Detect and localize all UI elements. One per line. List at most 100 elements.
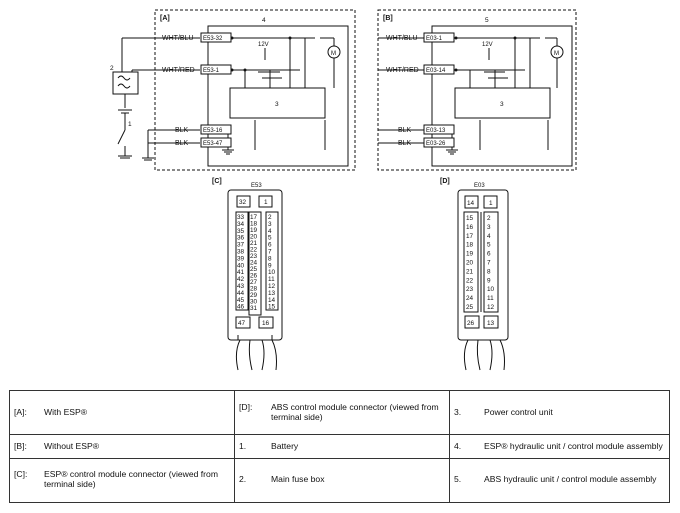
wire-a-1-color: WHT/BLU bbox=[162, 35, 194, 42]
diagram-a-module-number: 4 bbox=[262, 17, 266, 24]
connector-c-right-pin: 9 bbox=[268, 262, 272, 269]
connector-d-right-pin: 7 bbox=[487, 260, 491, 267]
connector-d-left-pin: 21 bbox=[466, 268, 474, 275]
wiring-diagram: [A] 4 3 12V M bbox=[110, 9, 577, 371]
connector-c: [C] E53 32 1 333435363738394041424344454… bbox=[212, 178, 283, 371]
voltage-label-b: 12V bbox=[482, 42, 493, 48]
legend-key: 3. bbox=[454, 406, 462, 417]
connector-d-pin-bottom-left: 26 bbox=[467, 320, 475, 327]
legend-cell: 5. ABS hydraulic unit / control module as… bbox=[449, 457, 670, 504]
connector-c-middle-pin: 18 bbox=[250, 221, 258, 228]
connector-d-pin-top-right: 1 bbox=[489, 200, 493, 207]
connector-d-left-pin: 18 bbox=[466, 242, 474, 249]
terminal-b-1: E03-1 bbox=[426, 36, 443, 42]
wire-a-2-color: WHT/RED bbox=[162, 67, 195, 74]
battery-number: 1 bbox=[128, 121, 132, 128]
legend-value: ABS hydraulic unit / control module asse… bbox=[484, 474, 657, 485]
connector-d-right-pin: 8 bbox=[487, 268, 491, 275]
connector-c-left-pin: 42 bbox=[237, 276, 245, 283]
connector-c-right-pin: 3 bbox=[268, 221, 272, 228]
connector-d-pin-top-left: 14 bbox=[467, 200, 475, 207]
legend-key: [C]: bbox=[14, 469, 28, 480]
connector-d-left-pin: 22 bbox=[466, 277, 474, 284]
connector-c-body bbox=[227, 189, 283, 341]
power-control-unit-b bbox=[454, 87, 551, 119]
terminal-b-2: E03-14 bbox=[426, 68, 446, 74]
connector-d-name: E03 bbox=[474, 183, 485, 189]
connector-d-body bbox=[457, 189, 509, 341]
terminal-a-3: E53-16 bbox=[203, 128, 223, 134]
connector-c-middle-pin: 17 bbox=[250, 214, 258, 221]
connector-c-right-pin: 13 bbox=[268, 290, 276, 297]
connector-c-right-pin: 7 bbox=[268, 249, 272, 256]
module-5-body bbox=[431, 25, 573, 167]
connector-c-middle-pin: 29 bbox=[250, 292, 258, 299]
power-control-unit-a-number: 3 bbox=[275, 101, 279, 108]
connector-c-pin-bottom-left: 47 bbox=[238, 320, 246, 327]
wire-b-2-color: WHT/RED bbox=[386, 67, 419, 74]
legend-value: Without ESP® bbox=[44, 440, 100, 451]
connector-d-left-pin: 17 bbox=[466, 233, 474, 240]
connector-c-left-pin: 33 bbox=[237, 214, 245, 221]
motor-icon bbox=[327, 45, 341, 59]
connector-c-left-pin: 45 bbox=[237, 297, 245, 304]
wire-b-3-color: BLK bbox=[398, 127, 412, 134]
connector-c-right-pin: 5 bbox=[268, 235, 272, 242]
terminal-b-4: E03-26 bbox=[426, 141, 446, 147]
legend-value: Main fuse box bbox=[271, 474, 325, 485]
connector-c-right-pin: 14 bbox=[268, 297, 276, 304]
legend-cell: [B]:Without ESP® bbox=[9, 434, 235, 459]
diagram-a-frame bbox=[154, 9, 356, 171]
connector-c-left-pin: 41 bbox=[237, 269, 245, 276]
terminal-b-3: E03-13 bbox=[426, 128, 446, 134]
power-control-unit-a bbox=[229, 87, 326, 119]
connector-c-left-pin: 35 bbox=[237, 228, 245, 235]
connector-c-left-pin: 38 bbox=[237, 249, 245, 256]
connector-c-name: E53 bbox=[251, 183, 262, 189]
connector-c-middle-pin: 28 bbox=[250, 286, 258, 293]
connector-c-middle-pin: 20 bbox=[250, 234, 258, 241]
connector-d-label: [D] bbox=[440, 178, 450, 185]
connector-d-right-pin: 12 bbox=[487, 304, 495, 311]
connector-d-right-pin: 4 bbox=[487, 233, 491, 240]
connector-c-left-pin: 40 bbox=[237, 262, 245, 269]
connector-c-middle-pin: 24 bbox=[250, 260, 258, 267]
connector-d-right-pin: 10 bbox=[487, 286, 495, 293]
connector-d-left-pin: 25 bbox=[466, 304, 474, 311]
connector-c-left-pin: 39 bbox=[237, 255, 245, 262]
legend-cell: [D]:ABS control module connector (viewed… bbox=[234, 389, 450, 436]
legend-value: Battery bbox=[271, 440, 299, 451]
diagram-b: [B] 5 3 12V M WHT/BLU WHT/RED bbox=[377, 9, 577, 171]
connector-c-right-pin: 10 bbox=[268, 269, 276, 276]
motor-label-b: M bbox=[554, 51, 559, 57]
connector-c-middle-pin: 21 bbox=[250, 240, 258, 247]
legend-cell: 3.Power control unit bbox=[449, 389, 670, 436]
terminal-a-4: E53-47 bbox=[203, 141, 223, 147]
legend-cell: 1.Battery bbox=[234, 434, 450, 459]
legend-cell: [A]: With ESP® bbox=[9, 389, 235, 436]
connector-c-middle-pin: 22 bbox=[250, 247, 258, 254]
wire-b-1-color: WHT/BLU bbox=[386, 35, 418, 42]
module-4-body bbox=[207, 25, 349, 167]
connector-d-left-pin: 16 bbox=[466, 224, 474, 231]
connector-d-left-pin: 24 bbox=[466, 295, 474, 302]
connector-c-middle-pin: 25 bbox=[250, 266, 258, 273]
connector-c-middle-pin: 23 bbox=[250, 253, 258, 260]
fuse-box-number: 2 bbox=[110, 65, 114, 72]
diagram-b-label: [B] bbox=[383, 15, 393, 22]
diagram-a-label: [A] bbox=[160, 15, 170, 22]
terminal-a-2: E53-1 bbox=[203, 68, 220, 74]
connector-d-right-pin: 6 bbox=[487, 251, 491, 258]
connector-c-left-pin: 46 bbox=[237, 304, 245, 311]
connector-c-right-pin: 8 bbox=[268, 255, 272, 262]
legend-value: With ESP® bbox=[44, 406, 88, 417]
legend-key: 5. bbox=[454, 474, 462, 485]
voltage-label-a: 12V bbox=[258, 42, 269, 48]
connector-c-label: [C] bbox=[212, 178, 222, 185]
legend-key: [A]: bbox=[14, 406, 27, 417]
connector-c-right-pin: 11 bbox=[268, 276, 275, 283]
connector-d-left-pin: 15 bbox=[466, 215, 474, 222]
connector-c-middle-pin: 27 bbox=[250, 279, 258, 286]
